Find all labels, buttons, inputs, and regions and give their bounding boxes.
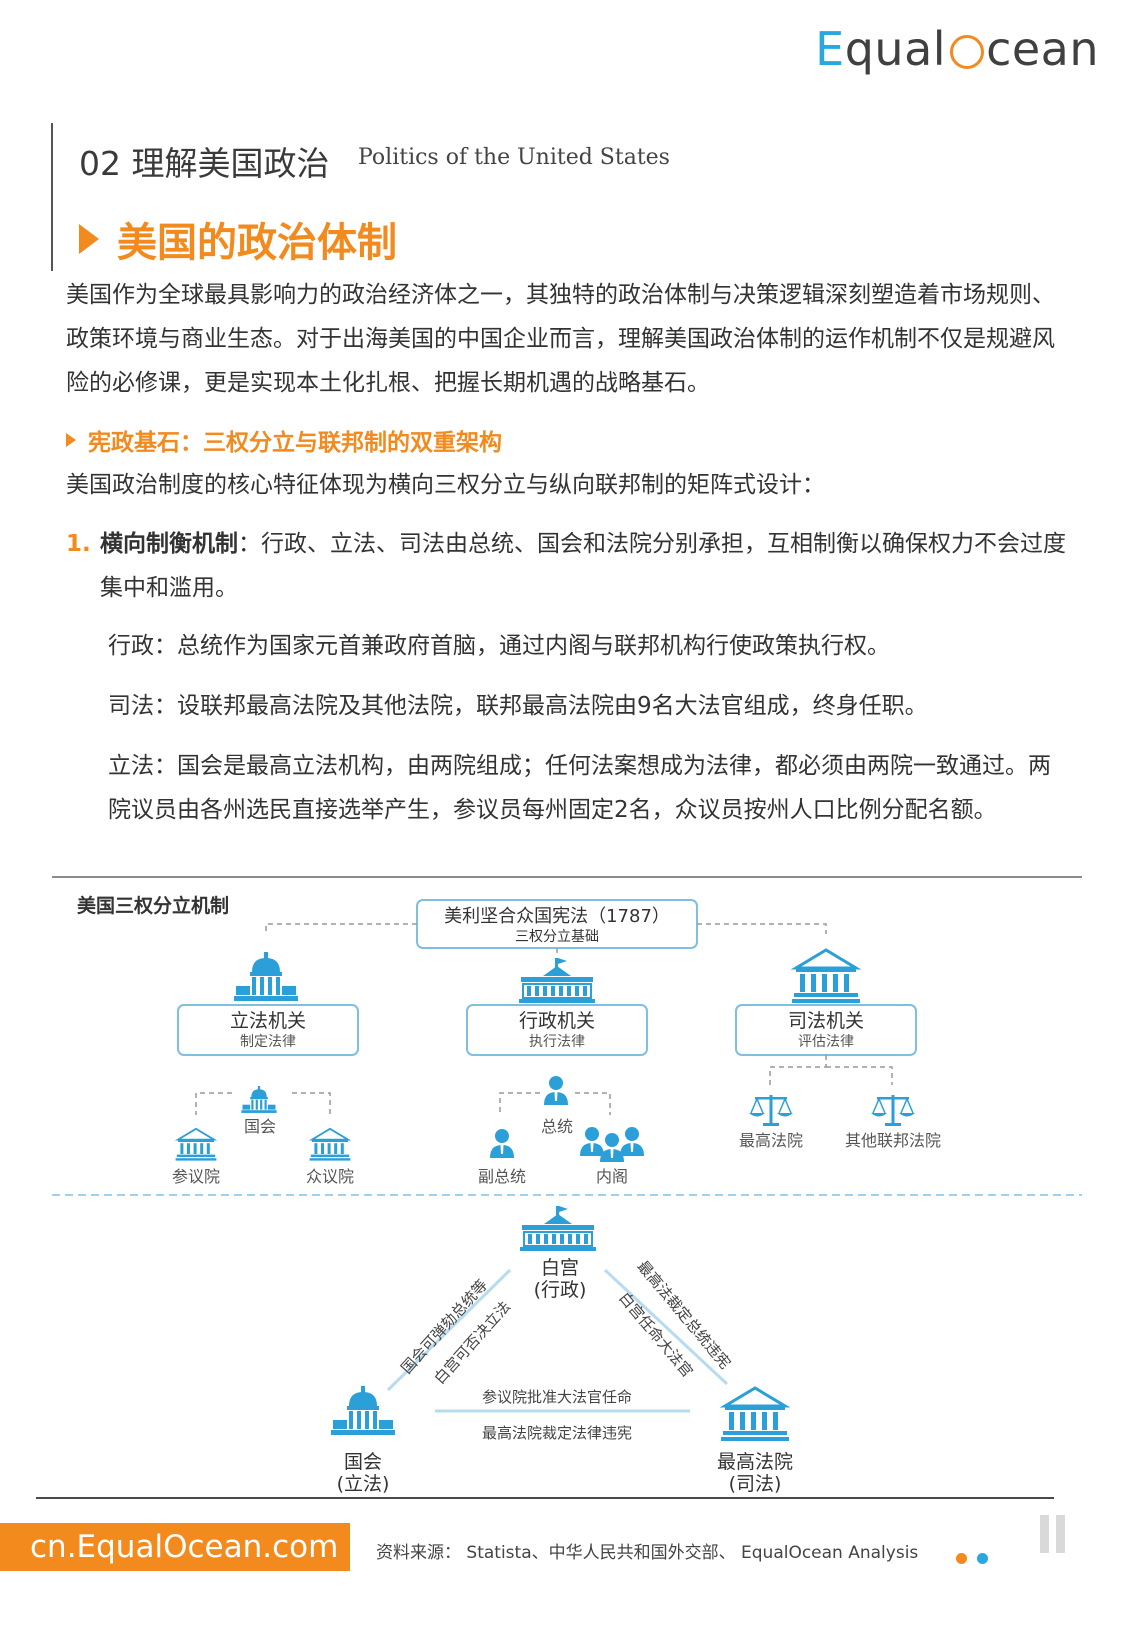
cabinet-group-icon — [580, 1127, 644, 1162]
footer-rule — [36, 1497, 1054, 1499]
supreme-court-bottom-icon — [719, 1386, 791, 1443]
page-title: 美国的政治体制 — [79, 210, 397, 268]
executive-paragraph: 行政：总统作为国家元首兼政府首脑，通过内阁与联邦机构行使政策执行权。 — [108, 633, 890, 659]
legislative-branch-box: 立法机关 制定法律 — [177, 1004, 359, 1056]
congress-label: 国会 — [244, 1117, 276, 1136]
federal-courts-label: 其他联邦法院 — [845, 1131, 941, 1150]
cabinet-label: 内阁 — [596, 1167, 628, 1186]
executive-building-icon — [518, 957, 596, 1004]
edge-right-line — [603, 1268, 729, 1386]
constitution-sub: 三权分立基础 — [515, 928, 599, 945]
congress-capitol-icon — [241, 1086, 277, 1113]
edge-bottom-label-1: 参议院批准大法官任命 — [482, 1388, 632, 1406]
constitution-title: 美利坚合众国宪法（1787） — [444, 906, 670, 927]
decorative-bars — [1040, 1515, 1065, 1553]
senate-label: 参议院 — [172, 1167, 220, 1186]
list-item-1: 1. 横向制衡机制：行政、立法、司法由总统、国会和法院分别承担，互相制衡以确保权… — [66, 522, 1066, 610]
constitution-box: 美利坚合众国宪法（1787） 三权分立基础 — [416, 899, 698, 949]
edge-left-label-2: 白宫可否决立法 — [430, 1298, 514, 1388]
judicial-paragraph: 司法：设联邦最高法院及其他法院，联邦最高法院由9名大法官组成，终身任职。 — [108, 693, 928, 719]
logo-e: E — [815, 22, 845, 76]
executive-branch-box: 行政机关 执行法律 — [466, 1004, 648, 1056]
vice-president-label: 副总统 — [478, 1167, 526, 1186]
chevron-right-icon — [79, 224, 99, 254]
logo-cean: cean — [986, 22, 1099, 76]
judicial-connectors — [769, 1055, 893, 1085]
judicial-sub: 评估法律 — [798, 1034, 854, 1050]
house-building-icon — [308, 1127, 352, 1162]
executive-connectors — [499, 1092, 611, 1115]
whitehouse-label: 白宫 — [541, 1257, 579, 1279]
senate-building-icon — [174, 1127, 218, 1162]
congress-bottom-label: 国会 — [344, 1451, 382, 1473]
separation-of-powers-diagram: 美国三权分立机制 美利坚合众国宪法（1787） 三权分立基础 立法机关 制定法律… — [52, 876, 1082, 1495]
legislative-connectors — [195, 1092, 331, 1115]
intro-paragraph: 美国作为全球最具影响力的政治经济体之一，其独特的政治体制与决策逻辑深刻塑造着市场… — [66, 282, 1055, 396]
site-banner[interactable]: cn.EqualOcean.com — [0, 1523, 350, 1571]
legislative-capitol-icon — [234, 952, 298, 1001]
supreme-court-scale-icon — [748, 1094, 794, 1127]
constitution-connectors — [265, 923, 827, 956]
subheading: 宪政基石：三权分立与联邦制的双重架构 — [66, 423, 502, 457]
bar-icon — [1040, 1515, 1049, 1553]
judicial-title: 司法机关 — [788, 1010, 864, 1032]
supreme-court-label: 最高法院 — [739, 1131, 803, 1150]
diagram-heading: 美国三权分立机制 — [77, 894, 229, 917]
section-divider-line — [51, 123, 53, 271]
list-item-text: ：行政、立法、司法由总统、国会和法院分别承担，互相制衡以确保权力不会过度集中和滥… — [100, 531, 1066, 601]
judicial-court-icon — [790, 948, 862, 1005]
president-label: 总统 — [541, 1117, 573, 1136]
supreme-court-bottom-label: 最高法院 — [717, 1451, 793, 1473]
president-person-icon — [544, 1076, 568, 1105]
vice-president-person-icon — [490, 1129, 514, 1158]
edge-left-line — [386, 1268, 512, 1392]
legislative-sub: 制定法律 — [240, 1034, 296, 1050]
whitehouse-icon — [519, 1205, 597, 1252]
list-item-label: 横向制衡机制 — [100, 531, 238, 557]
judicial-branch-box: 司法机关 评估法律 — [735, 1004, 917, 1056]
list-number: 1. — [66, 531, 91, 557]
legislative-paragraph: 立法：国会是最高立法机构，由两院组成；任何法案想成为法律，都必须由两院一致通过。… — [108, 753, 1051, 823]
bar-icon — [1056, 1515, 1065, 1553]
executive-sub: 执行法律 — [529, 1034, 585, 1050]
supreme-court-bottom-role: (司法) — [729, 1473, 782, 1495]
congress-bottom-capitol-icon — [331, 1386, 395, 1435]
whitehouse-role: (行政) — [534, 1279, 587, 1301]
logo-ring-icon — [950, 35, 985, 69]
edge-bottom-label-2: 最高法院裁定法律违宪 — [482, 1424, 632, 1442]
federal-courts-scale-icon — [870, 1094, 916, 1127]
legislative-title: 立法机关 — [230, 1010, 306, 1032]
lead-paragraph: 美国政治制度的核心特征体现为横向三权分立与纵向联邦制的矩阵式设计： — [66, 472, 825, 498]
executive-title: 行政机关 — [519, 1010, 595, 1032]
subheading-text: 宪政基石：三权分立与联邦制的双重架构 — [88, 430, 502, 456]
logo-qual: qual — [844, 22, 947, 76]
orange-dot-icon — [956, 1553, 967, 1564]
section-number-title: 02 理解美国政治 — [79, 144, 330, 183]
blue-dot-icon — [977, 1553, 988, 1564]
house-label: 众议院 — [306, 1167, 354, 1186]
arrow-right-icon — [66, 433, 76, 447]
congress-bottom-role: (立法) — [337, 1473, 390, 1495]
section-english-title: Politics of the United States — [358, 145, 670, 170]
list-item-body: 横向制衡机制：行政、立法、司法由总统、国会和法院分别承担，互相制衡以确保权力不会… — [66, 522, 1066, 610]
page-dots — [956, 1553, 988, 1564]
page-title-text: 美国的政治体制 — [117, 220, 397, 266]
source-note: 资料来源： Statista、中华人民共和国外交部、 EqualOcean An… — [376, 1543, 919, 1563]
equalocean-logo: E qual cean — [815, 22, 1099, 76]
